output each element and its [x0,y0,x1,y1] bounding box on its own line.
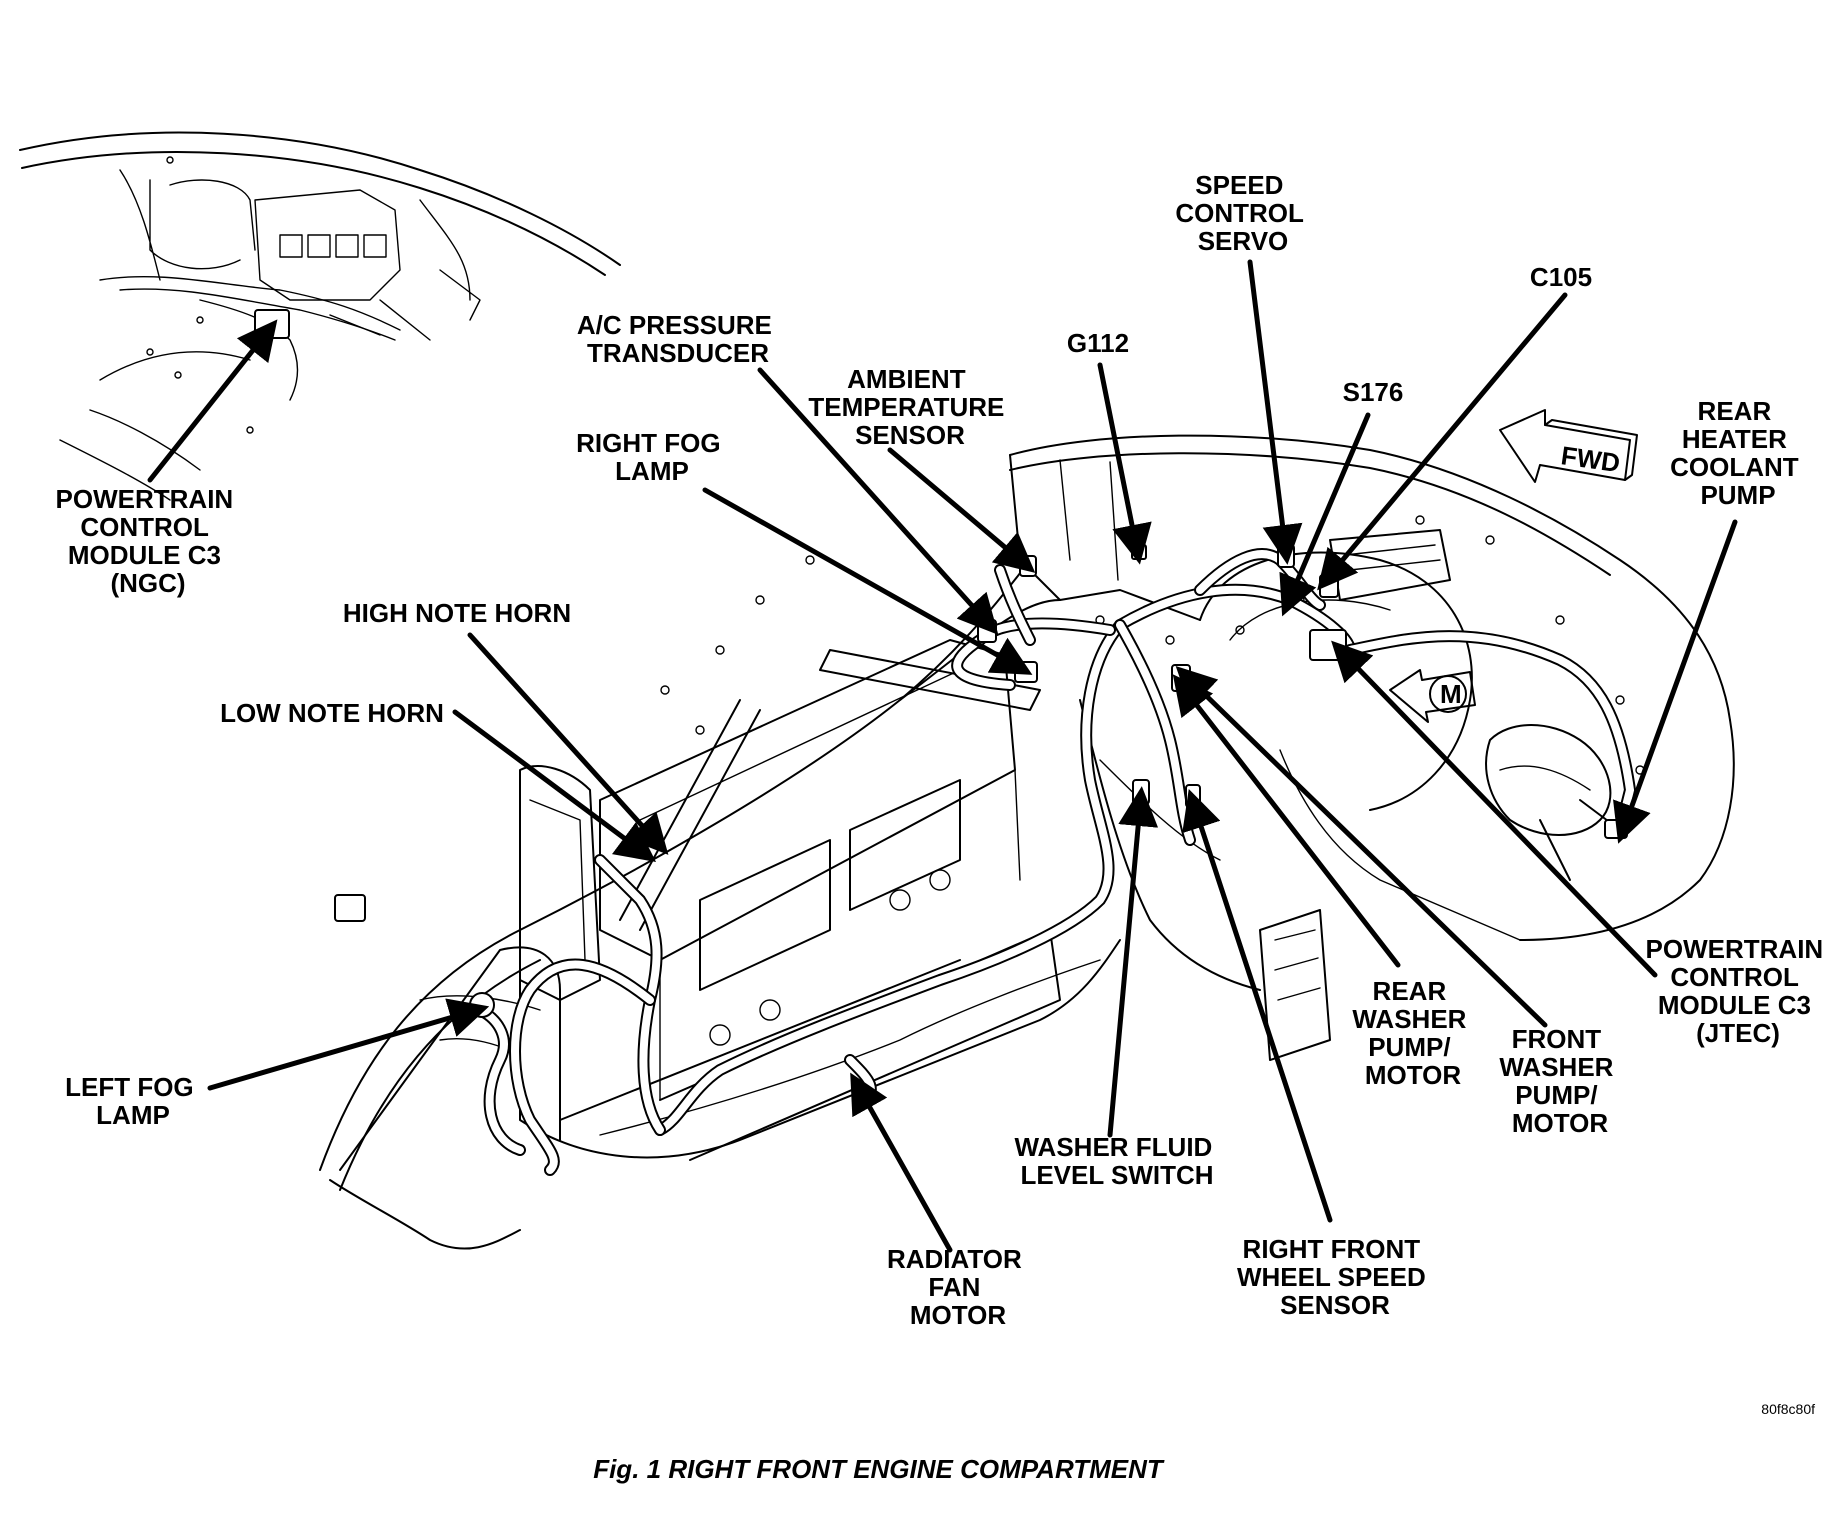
wheel-sensor-connector [1185,784,1201,808]
leader-rear-heater-pump [1613,519,1738,844]
rear-washer-connector [1171,664,1191,692]
motor-symbol: M [1440,679,1462,709]
right-fog-connector [1014,661,1038,683]
c105-connector [1319,574,1339,598]
leader-washer-switch [1107,786,1159,1138]
label-low-horn: LOW NOTE HORN [220,698,444,728]
leader-left-fog [207,998,490,1091]
label-g112: G112 [1067,328,1129,358]
label-high-horn: HIGH NOTE HORN [343,598,571,628]
label-speed-servo: SPEED CONTROL SERVO [1175,170,1310,256]
loose-connector [334,894,366,922]
motor-direction-arrow: M [1389,669,1476,723]
leader-rear-washer [1172,674,1401,968]
leader-low-horn [452,709,657,862]
label-front-washer: FRONT WASHER PUMP/ MOTOR [1499,1024,1620,1138]
washer-switch-connector [1132,779,1150,805]
figure-caption: Fig. 1 RIGHT FRONT ENGINE COMPARTMENT [593,1454,1165,1484]
fwd-arrow: FWD [1499,409,1638,483]
leader-pcm-ngc [147,319,278,483]
leader-lines [147,259,1738,1253]
leader-pcm-jtec [1331,640,1658,978]
label-wheel-sensor: RIGHT FRONT WHEEL SPEED SENSOR [1237,1234,1433,1320]
leader-g112 [1097,362,1152,565]
label-left-fog: LEFT FOG LAMP [65,1072,201,1130]
left-fog-lamp-socket [469,992,495,1018]
label-radiator-fan: RADIATOR FAN MOTOR [887,1244,1029,1330]
g112-ground [1131,544,1147,560]
label-c105: C105 [1530,262,1592,292]
label-pcm-ngc: POWERTRAIN CONTROL MODULE C3 (NGC) [56,484,241,598]
ac-transducer-connector [977,619,997,643]
label-right-fog: RIGHT FOG LAMP [576,428,728,486]
label-washer-switch: WASHER FLUID LEVEL SWITCH [1014,1132,1219,1190]
label-pcm-jtec: POWERTRAIN CONTROL MODULE C3 (JTEC) [1646,934,1831,1048]
ambient-sensor-connector [1019,555,1037,577]
leader-s176 [1279,412,1371,617]
callout-labels: POWERTRAIN CONTROL MODULE C3 (NGC) A/C P… [56,170,1831,1330]
figure-code: 80f8c80f [1761,1401,1815,1417]
pcm-jtec-connector [1309,629,1347,661]
label-s176: S176 [1343,377,1404,407]
leader-radiator-fan [850,1072,953,1253]
label-ambient-sensor: AMBIENT TEMPERATURE SENSOR [808,364,1011,450]
label-ac-transducer: A/C PRESSURE TRANSDUCER [577,310,779,368]
leader-right-fog [702,487,1033,675]
leader-front-washer [1175,666,1548,1028]
fwd-text: FWD [1559,440,1622,478]
speed-servo-connector [1277,544,1295,568]
label-rear-washer: REAR WASHER PUMP/ MOTOR [1352,976,1473,1090]
label-rear-heater-pump: REAR HEATER COOLANT PUMP [1670,396,1806,510]
leader-speed-servo [1247,259,1303,565]
leader-high-horn [467,632,669,855]
leader-ac-transducer [757,367,999,635]
leader-c105 [1317,292,1568,591]
leader-wheel-sensor [1182,788,1333,1223]
inset-pcm-ngc-view [19,131,621,501]
leader-ambient-sensor [887,447,1036,573]
